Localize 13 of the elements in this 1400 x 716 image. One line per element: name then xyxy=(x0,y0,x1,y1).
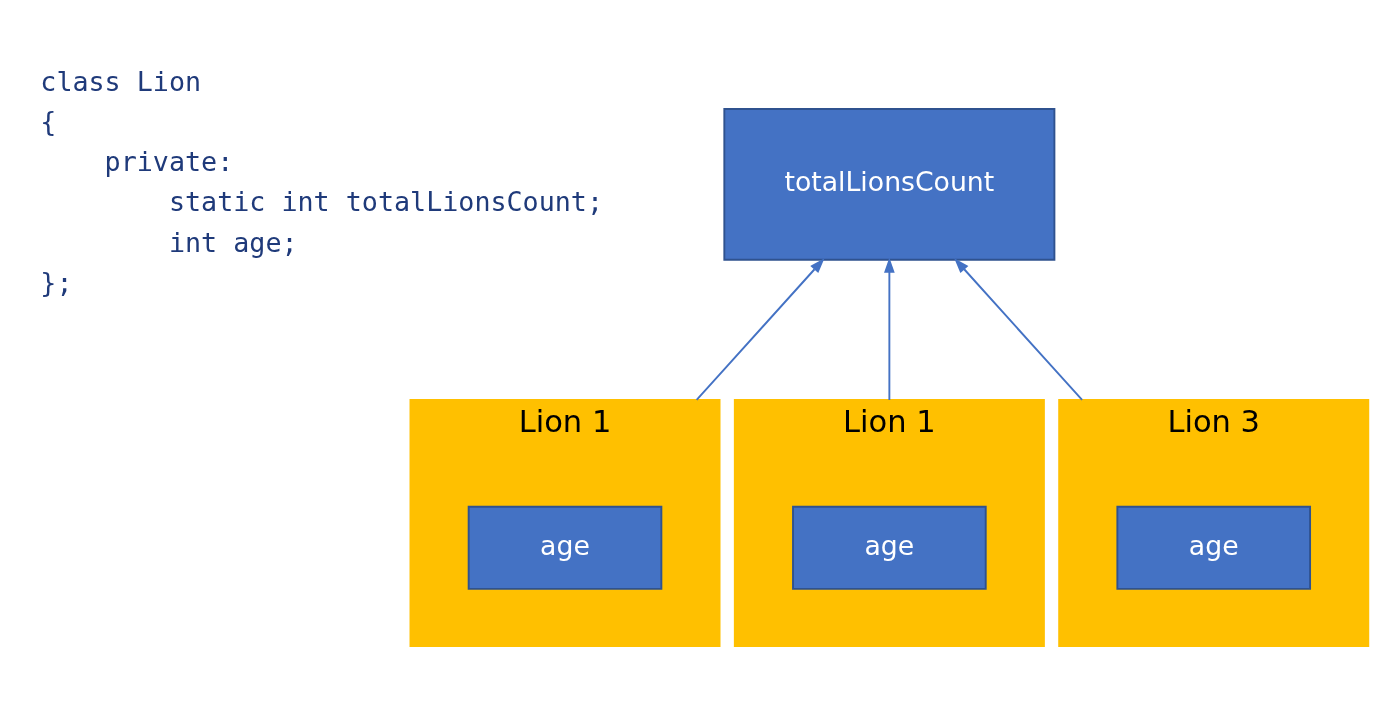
label: { xyxy=(40,106,57,138)
label: static int totalLionsCount; xyxy=(168,186,604,218)
label: }; xyxy=(40,266,73,298)
node-box: age xyxy=(792,505,987,590)
arrow xyxy=(884,257,895,401)
node-box: age xyxy=(467,505,663,590)
label: private: xyxy=(104,146,234,178)
node-box: age xyxy=(1116,505,1312,590)
label: int age; xyxy=(168,226,298,258)
node-box: totalLionsCount xyxy=(723,108,1056,261)
label: class Lion xyxy=(40,66,202,98)
arrow xyxy=(954,258,1084,401)
arrow xyxy=(695,258,825,401)
